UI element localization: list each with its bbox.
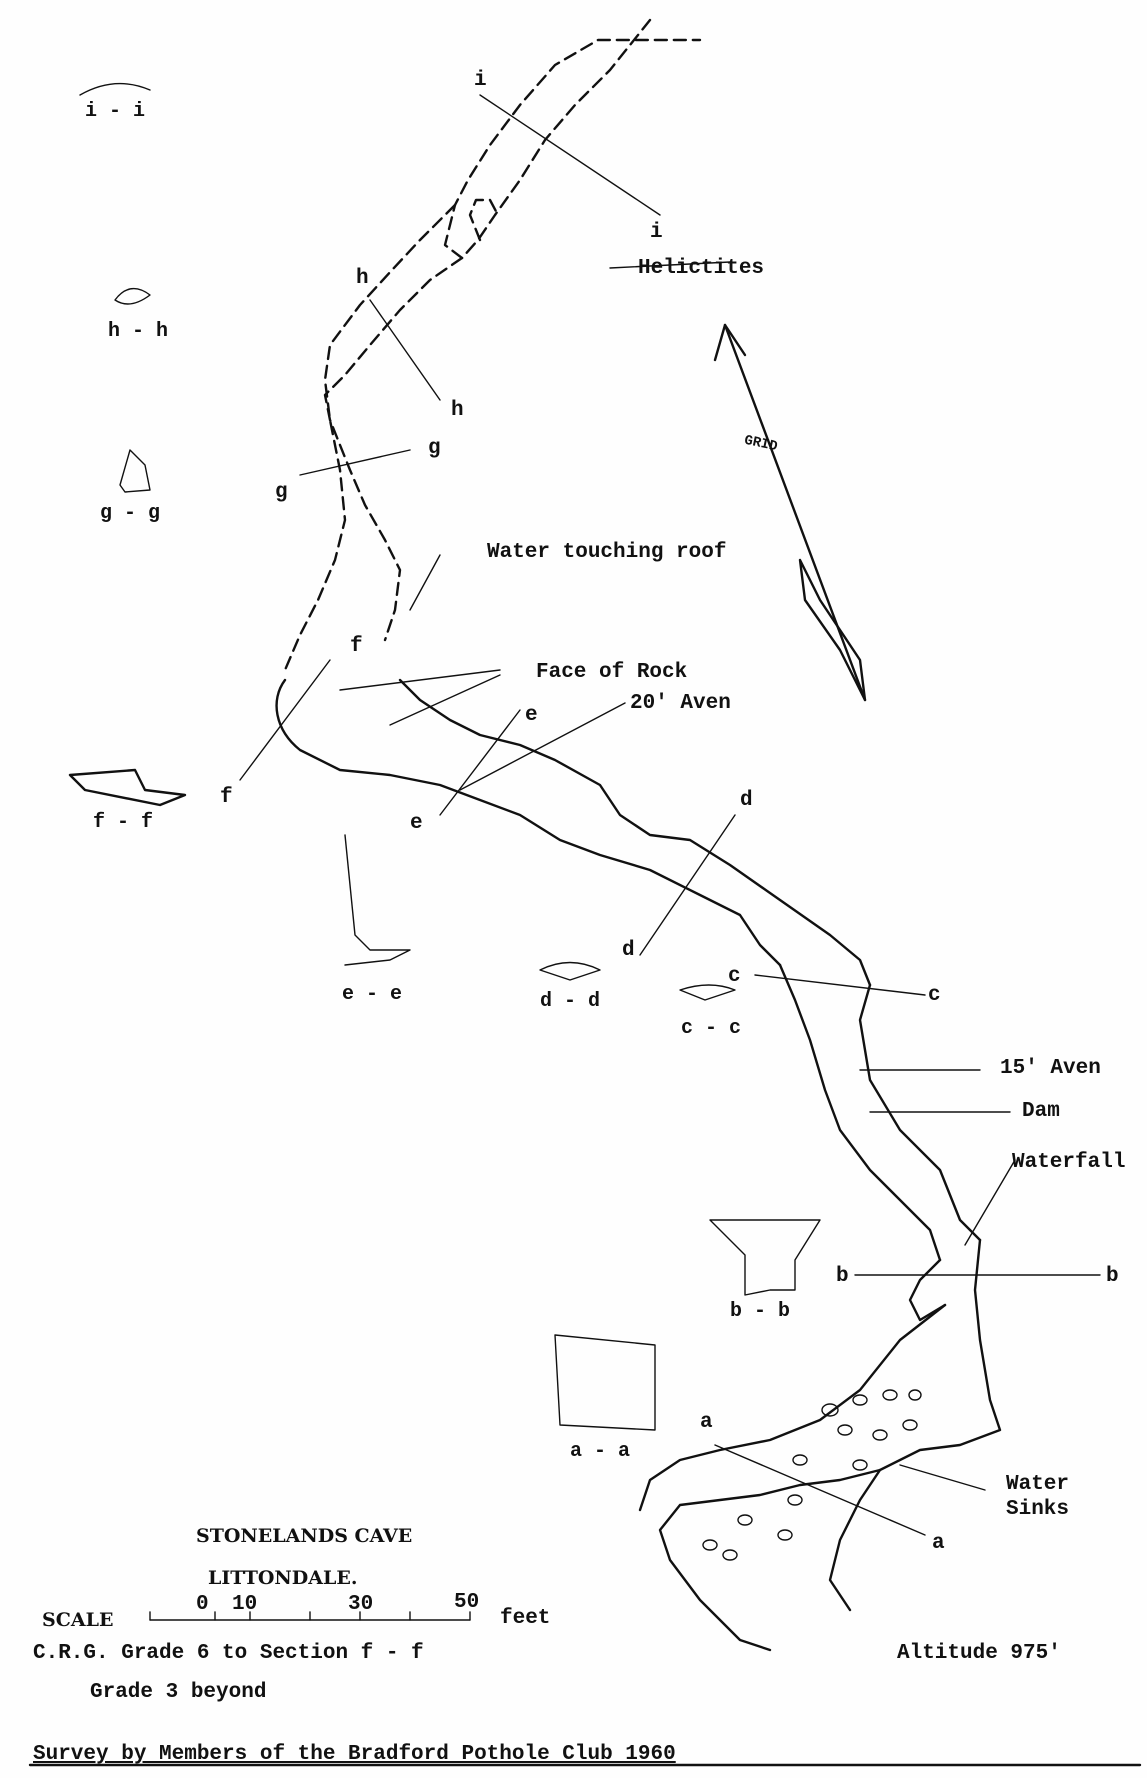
section-letter-b: b <box>1106 1265 1119 1288</box>
altitude-label: Altitude 975' <box>897 1642 1061 1665</box>
map-location: LITTONDALE. <box>208 1567 358 1589</box>
grade-line: C.R.G. Grade 6 to Section f - f <box>33 1642 424 1665</box>
cross-section-profiles <box>68 82 821 1431</box>
section-letter-a: a <box>700 1411 713 1434</box>
upper-passage-dashed <box>283 18 702 672</box>
section-letter-d: d <box>622 939 635 962</box>
scale-bar <box>149 1611 471 1621</box>
boulders <box>702 1389 922 1561</box>
cross-section-label: a - a <box>570 1440 631 1463</box>
section-letter-f: f <box>350 635 363 658</box>
cross-section-label: g - g <box>100 502 161 525</box>
section-letter-f: f <box>220 786 233 809</box>
section-letter-i: i <box>650 221 663 244</box>
water-touching-roof-label: Water touching roof <box>487 541 727 564</box>
face-of-rock-label: Face of Rock <box>536 661 688 684</box>
cross-section-label: c - c <box>681 1017 742 1040</box>
aven-20-label: 20' Aven <box>630 692 731 715</box>
lower-passage <box>275 678 1002 1652</box>
scale-label: SCALE <box>42 1609 114 1631</box>
section-letter-g: g <box>428 437 441 460</box>
north-arrow <box>713 323 867 702</box>
waterfall-label: Waterfall <box>1012 1151 1126 1174</box>
water-sinks-label: Water <box>1006 1473 1070 1496</box>
section-letter-c: c <box>728 965 741 988</box>
section-letter-c: c <box>928 984 941 1007</box>
dam-label: Dam <box>1022 1100 1060 1123</box>
cross-section-label: f - f <box>93 811 154 834</box>
scale-tick-label: 10 <box>232 1593 258 1616</box>
cross-section-label: e - e <box>342 983 403 1006</box>
section-letter-e: e <box>525 704 538 727</box>
section-lines <box>239 94 1101 1536</box>
section-letter-g: g <box>275 481 288 504</box>
scale-tick-label: 30 <box>348 1593 374 1616</box>
section-letter-e: e <box>410 812 423 835</box>
water-sinks-label: Sinks <box>1006 1498 1070 1521</box>
cross-section-label: i - i <box>85 100 146 123</box>
scale-unit: feet <box>500 1607 551 1630</box>
map-title: STONELANDS CAVE <box>196 1525 413 1547</box>
section-letter-h: h <box>451 399 464 422</box>
section-letter-b: b <box>836 1265 849 1288</box>
cross-section-label: d - d <box>540 990 601 1013</box>
scale-tick-label: 0 <box>196 1593 209 1616</box>
section-letter-d: d <box>740 789 753 812</box>
section-letter-h: h <box>356 267 369 290</box>
scale-tick-label: 50 <box>454 1591 480 1614</box>
cross-section-label: b - b <box>730 1300 791 1323</box>
survey-credit: Survey by Members of the Bradford Pothol… <box>33 1743 676 1766</box>
aven-15-label: 15' Aven <box>1000 1057 1101 1080</box>
grade-line: Grade 3 beyond <box>90 1681 267 1704</box>
helictites-label: Helictites <box>638 257 765 280</box>
cross-section-label: h - h <box>108 320 169 343</box>
section-letter-a: a <box>932 1532 945 1555</box>
section-letter-i: i <box>474 69 487 92</box>
